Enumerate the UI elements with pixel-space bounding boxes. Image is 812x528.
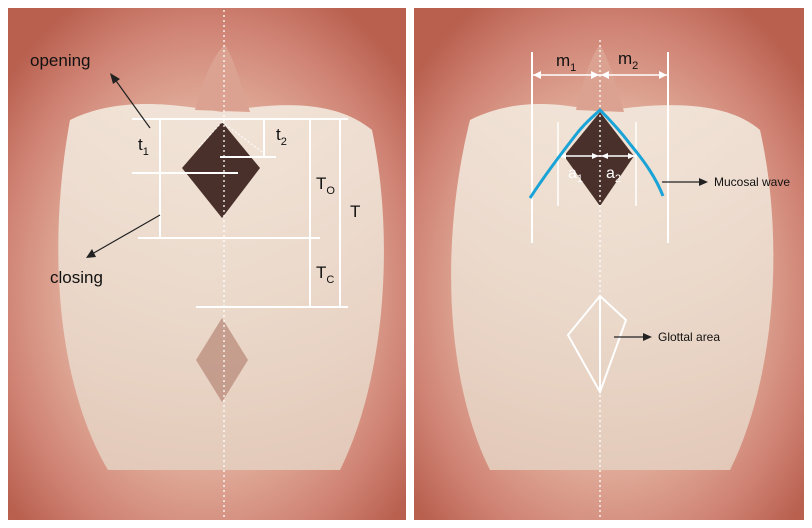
opening-label: opening (30, 51, 91, 70)
tc-sub: C (326, 274, 334, 286)
right-panel: m1 m2 a1 a2 Mucosal wave Glottal area (414, 8, 804, 520)
m1-sub: 1 (570, 62, 576, 74)
to-base: T (316, 174, 326, 193)
t1-sub: 1 (143, 146, 149, 158)
glottal-area-label: Glottal area (658, 330, 720, 344)
m2-sub: 2 (632, 60, 638, 72)
T-label: T (350, 202, 360, 221)
a2-sub: 2 (615, 173, 621, 185)
m1-base: m (556, 51, 570, 70)
closing-label: closing (50, 268, 103, 287)
tc-base: T (316, 263, 326, 282)
m2-base: m (618, 49, 632, 68)
a1-sub: 1 (577, 173, 583, 185)
a1-base: a (568, 165, 577, 182)
left-panel: opening closing t1 t2 TO T TC (8, 8, 406, 520)
t2-sub: 2 (281, 136, 287, 148)
panel-divider (406, 0, 414, 528)
to-sub: O (326, 185, 335, 197)
mucosal-wave-label: Mucosal wave (714, 175, 790, 189)
a2-base: a (606, 165, 615, 182)
